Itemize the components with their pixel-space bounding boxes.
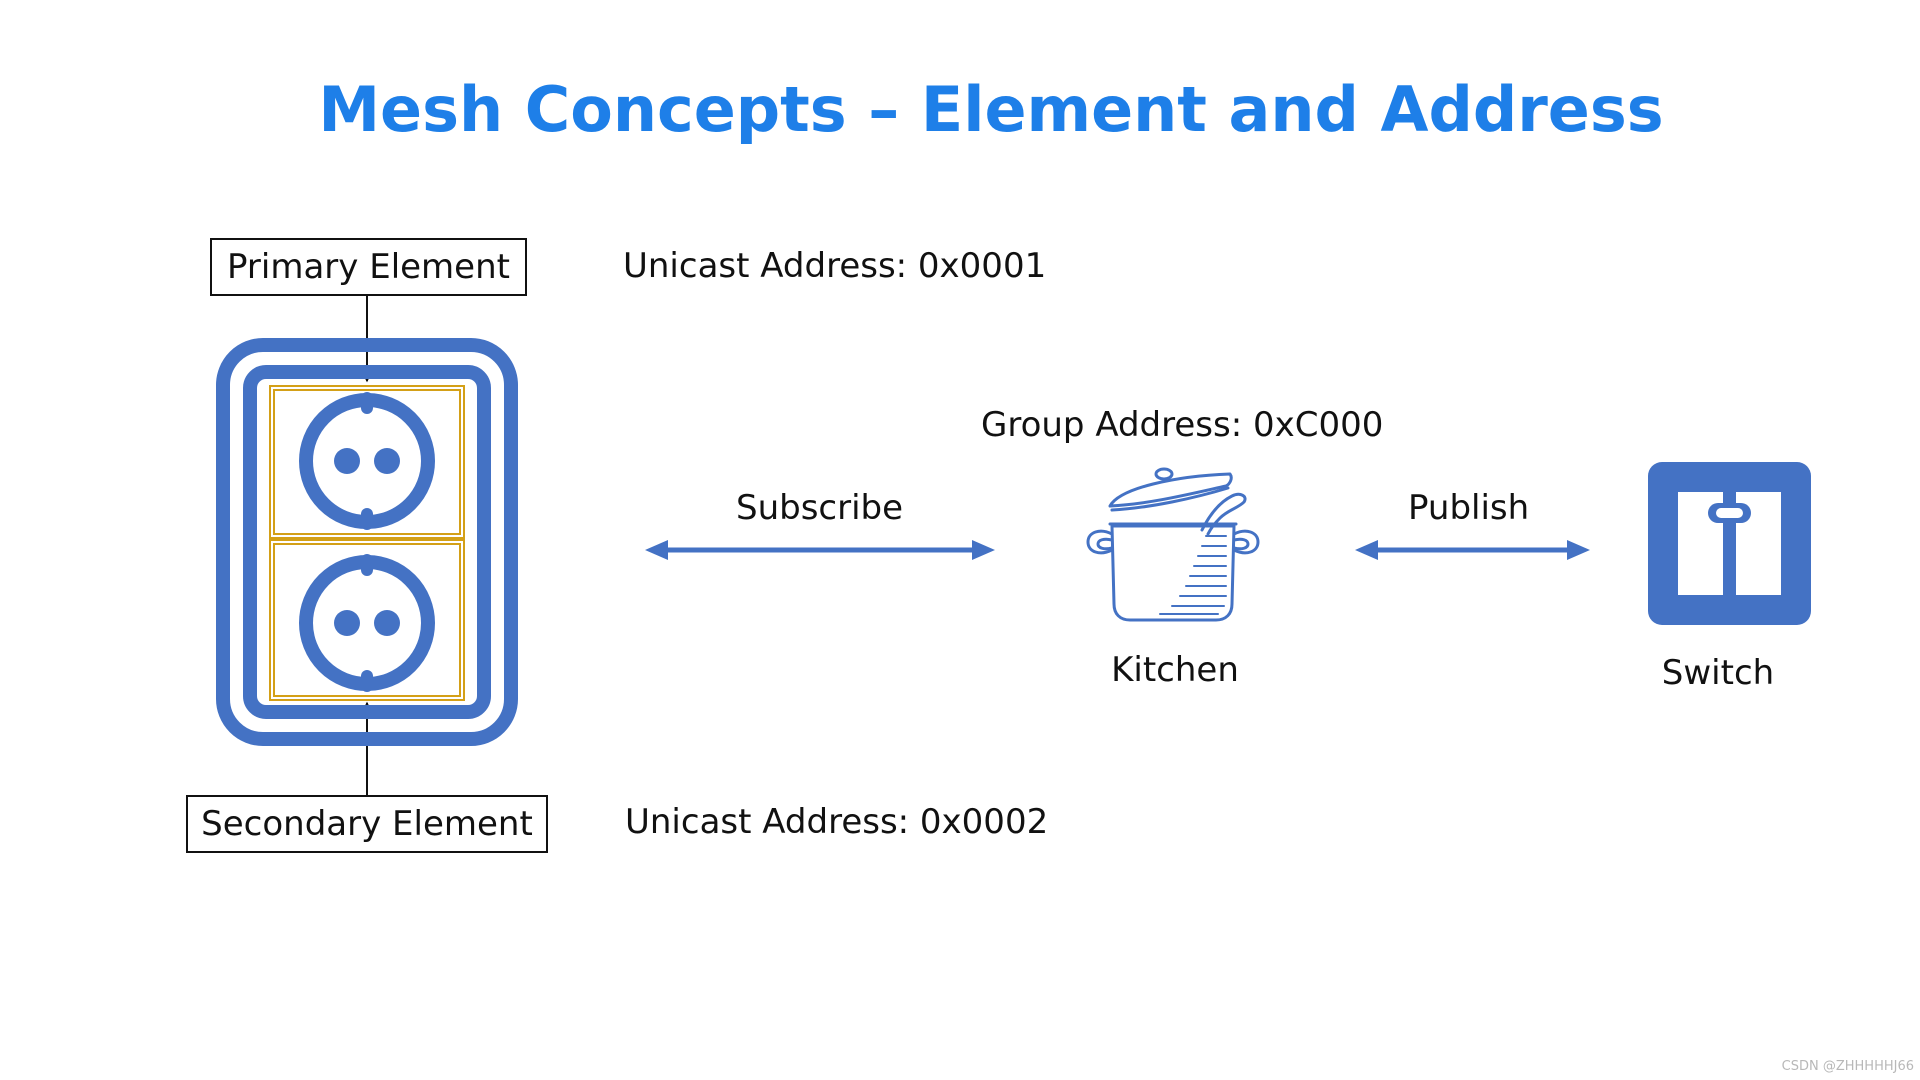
primary-element-label: Primary Element [210, 238, 527, 296]
top-socket-icon [299, 392, 435, 530]
publish-label: Publish [1408, 488, 1530, 528]
primary-element-frame [269, 385, 465, 539]
watermark: CSDN @ZHHHHHJ66 [1781, 1059, 1914, 1074]
secondary-element-label: Secondary Element [186, 795, 548, 853]
publish-arrow [1355, 540, 1590, 560]
light-switch-icon [1648, 462, 1811, 625]
primary-unicast-address: Unicast Address: 0x0001 [623, 246, 1047, 286]
group-address: Group Address: 0xC000 [981, 405, 1384, 445]
subscribe-label: Subscribe [736, 488, 904, 528]
page-title: Mesh Concepts – Element and Address [318, 73, 1664, 146]
kitchen-label: Kitchen [1111, 650, 1239, 690]
cooking-pot-icon [1086, 467, 1260, 622]
switch-label: Switch [1661, 653, 1775, 693]
secondary-element-frame [269, 539, 465, 701]
power-outlet-icon [216, 338, 518, 746]
subscribe-arrow [645, 540, 995, 560]
bottom-socket-icon [299, 554, 435, 692]
secondary-unicast-address: Unicast Address: 0x0002 [625, 802, 1049, 842]
